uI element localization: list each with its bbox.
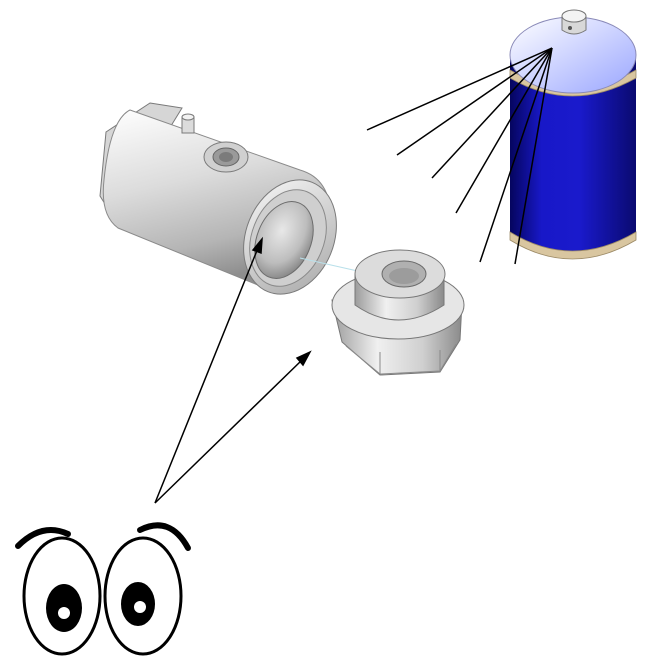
threaded-fitting bbox=[332, 250, 464, 375]
sight-line bbox=[155, 248, 258, 503]
sight-line bbox=[155, 360, 302, 503]
valve-body bbox=[100, 103, 353, 308]
spray-can bbox=[510, 10, 636, 259]
observer-eyes bbox=[18, 525, 188, 654]
